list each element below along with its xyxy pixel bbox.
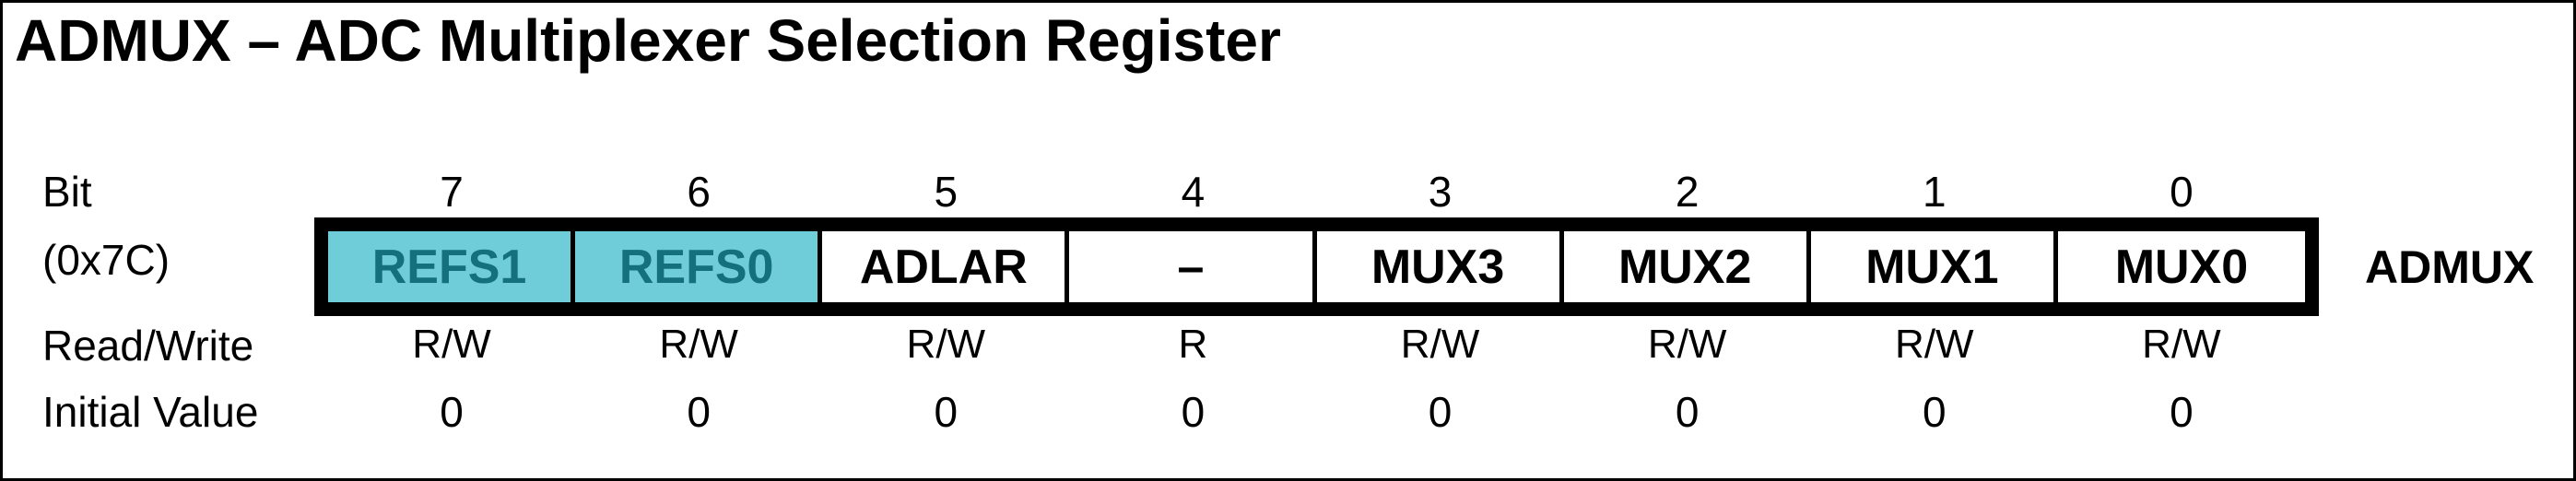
bit-number-4: 4	[1181, 168, 1206, 216]
bit-number-7: 7	[440, 168, 464, 216]
register-address-label: (0x7C)	[42, 236, 171, 284]
bit-number-5: 5	[934, 168, 959, 216]
read-write-value-bit4: R	[1178, 322, 1208, 367]
initial-value-bit4: 0	[1181, 388, 1206, 436]
read-write-values-row: R/W R/W R/W R R/W R/W R/W R/W	[328, 324, 2305, 365]
register-cell-mux3: MUX3	[1316, 231, 1564, 302]
initial-value-bit2: 0	[1675, 388, 1700, 436]
register-cell-mux2: MUX2	[1563, 231, 1811, 302]
initial-value-bit0: 0	[2170, 388, 2194, 436]
register-box: REFS1 REFS0 ADLAR – MUX3 MUX2 MUX1 MUX0	[314, 217, 2319, 316]
read-write-value-bit6: R/W	[659, 322, 738, 367]
figure-title: ADMUX – ADC Multiplexer Selection Regist…	[15, 7, 1281, 74]
initial-value-bit7: 0	[440, 388, 464, 436]
read-write-value-bit0: R/W	[2142, 322, 2221, 367]
initial-values-row: 0 0 0 0 0 0 0 0	[328, 391, 2305, 433]
register-cell-mux1: MUX1	[1810, 231, 2058, 302]
read-write-row-label: Read/Write	[42, 322, 254, 370]
bit-number-0: 0	[2170, 168, 2194, 216]
bit-number-6: 6	[687, 168, 711, 216]
bit-number-3: 3	[1428, 168, 1453, 216]
initial-value-row-label: Initial Value	[42, 388, 259, 436]
read-write-value-bit2: R/W	[1647, 322, 1727, 367]
bit-numbers-row: 7 6 5 4 3 2 1 0	[328, 170, 2305, 213]
register-cell-refs1: REFS1	[328, 231, 576, 302]
register-cell-adlar: ADLAR	[822, 231, 1070, 302]
register-cell-refs0: REFS0	[575, 231, 823, 302]
register-cell-mux0: MUX0	[2057, 231, 2305, 302]
initial-value-bit6: 0	[687, 388, 711, 436]
initial-value-bit5: 0	[934, 388, 959, 436]
initial-value-bit3: 0	[1428, 388, 1453, 436]
read-write-value-bit1: R/W	[1895, 322, 1974, 367]
read-write-value-bit3: R/W	[1400, 322, 1480, 367]
register-cell-reserved: –	[1069, 231, 1317, 302]
initial-value-bit1: 0	[1923, 388, 1947, 436]
bit-number-1: 1	[1923, 168, 1947, 216]
bit-row-label: Bit	[42, 168, 92, 216]
read-write-value-bit5: R/W	[906, 322, 986, 367]
register-name-label: ADMUX	[2365, 240, 2535, 293]
read-write-value-bit7: R/W	[412, 322, 491, 367]
bit-number-2: 2	[1675, 168, 1700, 216]
